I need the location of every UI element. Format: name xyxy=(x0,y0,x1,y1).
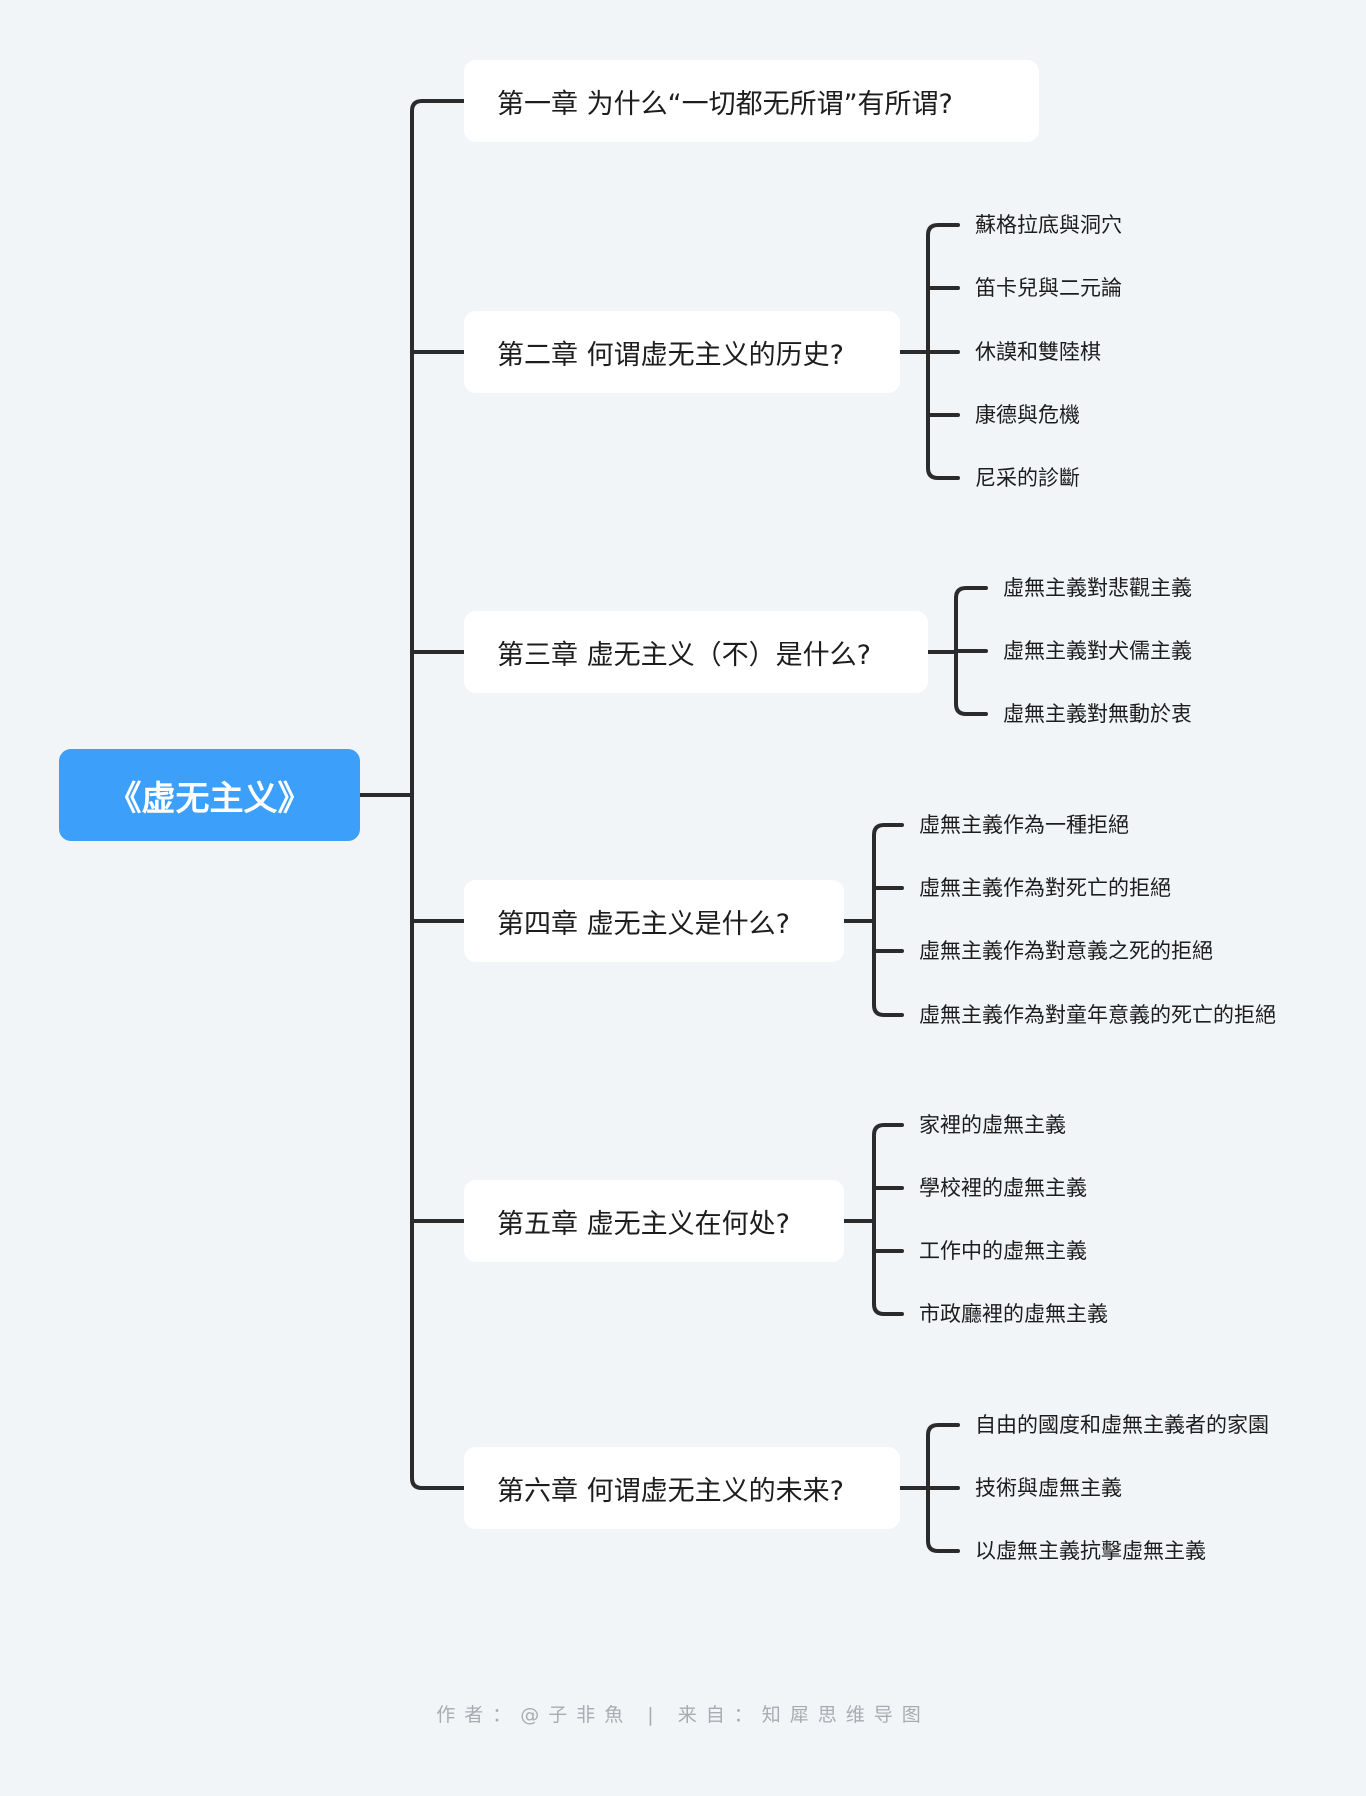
chapter-label: 第六章 何谓虚无主义的未来? xyxy=(497,1475,844,1507)
chapter-label: 第三章 虚无主义（不）是什么? xyxy=(497,639,871,671)
chapter-4-connector-spine xyxy=(872,823,904,1017)
root-connector-spine xyxy=(410,99,466,1490)
subtopic-node[interactable]: 虛無主義作為對意義之死的拒絕 xyxy=(919,939,1213,963)
subtopic-node[interactable]: 虛無主義對悲觀主義 xyxy=(1003,576,1192,600)
chapter-node-4[interactable]: 第四章 虚无主义是什么? xyxy=(464,880,844,962)
subtopic-node[interactable]: 技術與虛無主義 xyxy=(975,1476,1122,1500)
subtopic-node[interactable]: 休謨和雙陸棋 xyxy=(975,340,1101,364)
subtopic-node[interactable]: 以虛無主義抗擊虛無主義 xyxy=(975,1539,1206,1563)
subtopic-node[interactable]: 虛無主義作為對死亡的拒絕 xyxy=(919,876,1171,900)
chapter-label: 第四章 虚无主义是什么? xyxy=(497,908,790,940)
chapter-node-6[interactable]: 第六章 何谓虚无主义的未来? xyxy=(464,1447,900,1529)
subtopic-node[interactable]: 自由的國度和虛無主義者的家園 xyxy=(975,1413,1269,1437)
chapter-node-2[interactable]: 第二章 何谓虚无主义的历史? xyxy=(464,311,900,393)
root-node[interactable]: 《虚无主义》 xyxy=(59,749,360,841)
subtopic-node[interactable]: 虛無主義對無動於衷 xyxy=(1003,702,1192,726)
chapter-5-connector-spine xyxy=(872,1123,904,1316)
subtopic-node[interactable]: 虛無主義作為一種拒絕 xyxy=(919,813,1129,837)
subtopic-node[interactable]: 尼采的診斷 xyxy=(975,466,1080,490)
chapter-label: 第五章 虚无主义在何处? xyxy=(497,1208,790,1240)
subtopic-node[interactable]: 蘇格拉底與洞穴 xyxy=(975,213,1122,237)
chapter-label: 第二章 何谓虚无主义的历史? xyxy=(497,339,844,371)
subtopic-node[interactable]: 康德與危機 xyxy=(975,403,1080,427)
subtopic-node[interactable]: 家裡的虛無主義 xyxy=(919,1113,1066,1137)
subtopic-node[interactable]: 虛無主義作為對童年意義的死亡的拒絕 xyxy=(919,1003,1276,1027)
subtopic-node[interactable]: 虛無主義對犬儒主義 xyxy=(1003,639,1192,663)
footer-credit: 作者：@子非魚 | 来自：知犀思维导图 xyxy=(436,1704,930,1726)
chapter-node-1[interactable]: 第一章 为什么“一切都无所谓”有所谓? xyxy=(464,60,1039,142)
subtopic-node[interactable]: 工作中的虛無主義 xyxy=(919,1239,1087,1263)
subtopic-node[interactable]: 學校裡的虛無主義 xyxy=(919,1176,1087,1200)
chapter-node-5[interactable]: 第五章 虚无主义在何处? xyxy=(464,1180,844,1262)
subtopic-node[interactable]: 笛卡兒與二元論 xyxy=(975,276,1122,300)
root-label: 《虚无主义》 xyxy=(107,778,312,819)
subtopic-node[interactable]: 市政廳裡的虛無主義 xyxy=(919,1302,1108,1326)
chapter-label: 第一章 为什么“一切都无所谓”有所谓? xyxy=(497,88,953,120)
chapter-node-3[interactable]: 第三章 虚无主义（不）是什么? xyxy=(464,611,928,693)
